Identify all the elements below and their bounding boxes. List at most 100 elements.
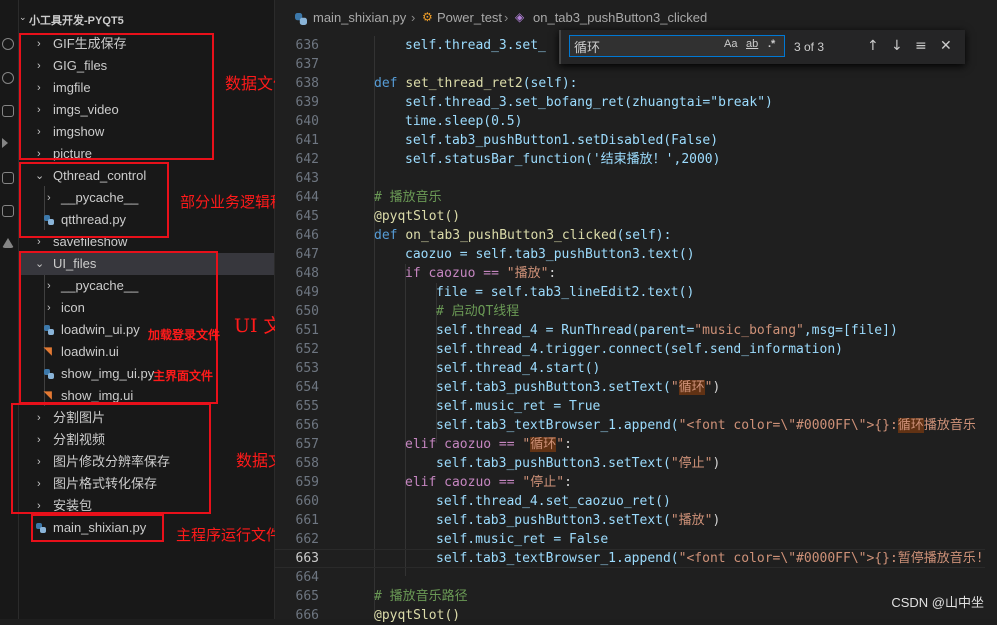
code-text: self.thread_4.start() [436, 359, 600, 378]
code-token: self.tab3_pushButton3.setText( [436, 456, 671, 471]
tree-folder-split-image[interactable]: ›分割图片 [19, 407, 274, 429]
code-token: # 播放音乐 [374, 190, 442, 205]
code-token: (self): [522, 76, 578, 91]
tree-folder-resolution[interactable]: ›图片修改分辨率保存 [19, 451, 274, 473]
minimap[interactable] [985, 0, 997, 619]
tree-folder-icon[interactable]: ›icon [19, 297, 274, 319]
find-input-box[interactable]: Aa ab .* [569, 35, 785, 57]
previous-match-button[interactable]: ↑ [867, 38, 879, 54]
python-file-icon [295, 13, 307, 25]
code-token: ) [712, 513, 721, 528]
remote-icon[interactable] [2, 238, 14, 248]
code-token: self.thread_4.set_caozuo_ret() [436, 494, 671, 509]
code-token: 循环 [897, 418, 924, 433]
code-token: : [564, 437, 572, 452]
tree-file-main-shixian[interactable]: main_shixian.py [19, 517, 274, 539]
tree-folder-imgfile[interactable]: ›imgfile [19, 77, 274, 99]
code-token: self.statusBar_function('结束播放！',2000) [405, 152, 721, 167]
code-token: self.music_ret = True [436, 399, 601, 414]
chevron-right-icon: › [37, 82, 41, 94]
code-editor[interactable]: main_shixian.py › ⚙ Power_test › ◈ on_ta… [275, 0, 997, 623]
code-token: self.music_ret = False [436, 532, 609, 547]
chevron-down-icon: ⌄ [35, 170, 45, 182]
code-token: 循环 [530, 437, 557, 452]
annotation-data-files: 数据文件 [225, 74, 290, 93]
tree-folder-picture[interactable]: ›picture [19, 143, 274, 165]
tree-folder-gif[interactable]: ›GIF生成保存 [19, 33, 274, 55]
find-widget: Aa ab .* 3 of 3 ↑ ↓ ≡ ✕ [559, 30, 965, 64]
regex-button[interactable]: .* [768, 38, 776, 50]
chevron-down-icon: ⌄ [35, 258, 45, 270]
tree-folder-pycache-ui[interactable]: ›__pycache__ [19, 275, 274, 297]
annotation-box-main [31, 514, 164, 542]
line-number: 653 [295, 361, 319, 376]
chevron-down-icon[interactable]: ⌄ [19, 13, 27, 23]
line-number: 648 [295, 266, 319, 281]
code-text: self.tab3_pushButton3.setText("循环") [436, 378, 720, 397]
tree-folder-pycache[interactable]: ›__pycache__ [19, 187, 274, 209]
match-count: 3 of 3 [794, 40, 825, 54]
code-token: : [564, 475, 572, 490]
line-number: 662 [295, 532, 319, 547]
indent-guide [44, 274, 45, 406]
extensions-icon[interactable] [2, 172, 14, 184]
breadcrumb-file[interactable]: main_shixian.py [313, 10, 407, 25]
line-number: 660 [295, 494, 319, 509]
code-token: file = self.tab3_lineEdit2.text() [436, 285, 695, 300]
find-input[interactable] [574, 37, 714, 55]
next-match-button[interactable]: ↓ [891, 38, 903, 54]
tree-folder-qthread-control[interactable]: ⌄Qthread_control [19, 165, 274, 187]
explorer-icon[interactable] [2, 38, 14, 50]
tree-file-loadwin-ui-py[interactable]: loadwin_ui.py [19, 319, 274, 341]
code-token: elif caozuo == [405, 475, 523, 490]
find-in-selection-button[interactable]: ≡ [915, 38, 927, 54]
run-icon[interactable] [2, 138, 8, 148]
tree-file-show-img-ui-py[interactable]: show_img_ui.py [19, 363, 274, 385]
line-number: 655 [295, 399, 319, 414]
match-word-button[interactable]: ab [746, 38, 759, 50]
code-token: self.thread_4 = RunThread(parent= [436, 323, 695, 338]
annotation-box-data [19, 33, 214, 160]
chevron-right-icon: › [37, 412, 41, 424]
code-token: "<font color=\"#0000FF\">{}: [678, 418, 898, 433]
code-text: elif caozuo == "停止": [405, 473, 572, 492]
chevron-right-icon: › [37, 38, 41, 50]
match-case-button[interactable]: Aa [724, 38, 738, 50]
code-token: "停止" [670, 456, 713, 471]
code-token: if caozuo == [405, 266, 507, 281]
tree-folder-imgs-video[interactable]: ›imgs_video [19, 99, 274, 121]
breadcrumb-class[interactable]: Power_test [437, 10, 503, 25]
breadcrumb-method[interactable]: on_tab3_pushButton3_clicked [533, 10, 708, 25]
code-text: # 播放音乐路径 [374, 587, 468, 606]
tree-file-show-img-ui[interactable]: ◥ show_img.ui [44, 388, 134, 403]
tree-folder-format-convert[interactable]: ›图片格式转化保存 [19, 473, 274, 495]
tree-folder-gig-files[interactable]: ›GIG_files [19, 55, 274, 77]
explorer-title[interactable]: 小工具开发-PYQT5 [29, 15, 124, 27]
chevron-right-icon: › [37, 236, 41, 248]
source-control-icon[interactable] [2, 105, 14, 117]
code-token: @pyqtSlot() [374, 608, 461, 623]
chevron-right-icon: › [47, 302, 51, 314]
line-number: 659 [295, 475, 319, 490]
line-number: 665 [295, 589, 319, 604]
tree-folder-ui-files[interactable]: ⌄UI_files [19, 253, 274, 275]
tree-file-qtthread[interactable]: qtthread.py [19, 209, 274, 231]
code-token: time.sleep(0.5) [405, 114, 523, 129]
testing-icon[interactable] [2, 205, 14, 217]
line-number: 637 [295, 57, 319, 72]
code-text: caozuo = self.tab3_pushButton3.text() [405, 245, 695, 264]
tree-folder-split-video[interactable]: ›分割视频 [19, 429, 274, 451]
chevron-right-icon: › [504, 10, 509, 25]
code-token: "music_bofang" [694, 323, 804, 338]
tree-folder-install[interactable]: ›安装包 [19, 495, 274, 517]
tree-folder-imgshow[interactable]: ›imgshow [19, 121, 274, 143]
rss-file-icon: ◥ [44, 390, 52, 401]
line-number: 646 [295, 228, 319, 243]
indent-guide [374, 36, 375, 619]
tree-file-loadwin-ui[interactable]: ◥ loadwin.ui [44, 344, 119, 359]
close-find-button[interactable]: ✕ [940, 38, 952, 54]
search-icon[interactable] [2, 72, 14, 84]
code-token: on_tab3_pushButton3_clicked [405, 228, 617, 243]
code-token: self.tab3_textBrowser_1.append( [436, 551, 679, 566]
annotation-box-data2 [11, 403, 211, 514]
